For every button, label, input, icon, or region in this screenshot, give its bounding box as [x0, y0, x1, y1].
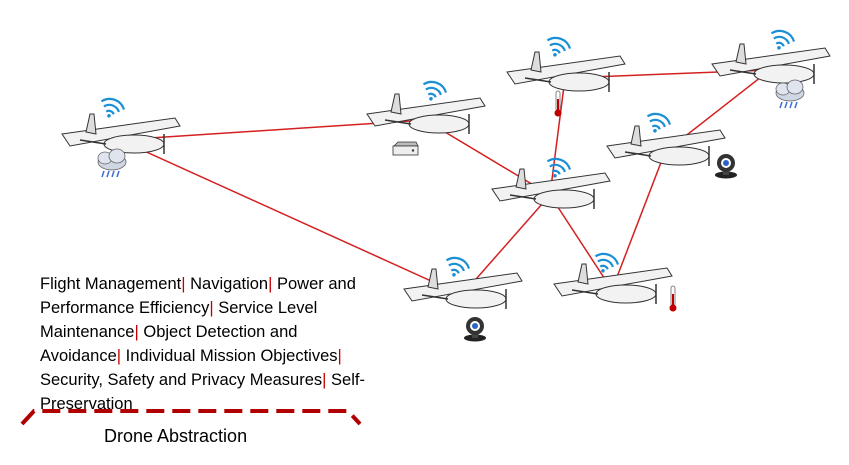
network-link — [119, 139, 463, 296]
capability-navigation: Navigation — [190, 275, 269, 293]
capability-separator: | — [209, 299, 214, 317]
capability-mission-objectives: Individual Mission Objectives — [125, 347, 338, 365]
drone-node-d2 — [366, 80, 486, 156]
drone-aircraft — [61, 113, 181, 154]
wifi-signal-icon — [546, 157, 572, 178]
capability-security-safety-privacy: Security, Safety and Privacy Measures — [40, 371, 323, 389]
capability-flight-management: Flight Management — [40, 275, 182, 293]
camera-icon — [715, 154, 737, 179]
wifi-signal-icon — [646, 112, 672, 133]
drone-aircraft — [506, 51, 626, 92]
capability-separator: | — [268, 275, 273, 293]
capability-self-preservation: Self-Preservation — [40, 371, 365, 413]
capability-separator: | — [322, 371, 327, 389]
storage-device-icon — [392, 141, 419, 156]
wifi-signal-icon — [422, 80, 448, 101]
footer-label: Drone Abstraction — [104, 426, 248, 446]
drone-node-d3 — [506, 36, 626, 117]
capability-separator: | — [181, 275, 186, 293]
wifi-signal-icon — [594, 252, 620, 273]
capability-separator: | — [337, 347, 342, 365]
capability-power-efficiency: Power and Performance Efficiency — [40, 275, 356, 317]
wifi-signal-icon — [445, 256, 471, 277]
capability-service-level: Service Level Maintenance — [40, 299, 318, 341]
drone-nodes — [61, 29, 831, 342]
network-link — [549, 194, 613, 291]
drone-node-d7 — [403, 256, 523, 342]
rain-cloud-icon — [97, 148, 127, 178]
drone-node-d4 — [711, 29, 831, 109]
thermometer-icon — [669, 285, 677, 312]
capabilities-caption: Flight Management| Navigation| Power and… — [40, 272, 370, 416]
capability-object-detection: Object Detection and Avoidance — [40, 323, 298, 365]
drone-aircraft — [606, 125, 726, 166]
drone-aircraft — [366, 93, 486, 134]
drone-node-d6 — [491, 157, 611, 209]
wifi-signal-icon — [770, 29, 796, 50]
drone-aircraft — [553, 263, 673, 304]
network-link — [611, 151, 666, 291]
wifi-signal-icon — [100, 97, 126, 118]
wifi-signal-icon — [546, 36, 572, 57]
drone-aircraft — [403, 268, 523, 309]
camera-icon — [464, 317, 486, 342]
network-link — [549, 77, 566, 196]
thermometer-icon — [554, 90, 562, 117]
capability-separator: | — [116, 347, 122, 365]
drone-node-d1 — [61, 97, 181, 178]
rain-cloud-icon — [775, 79, 805, 109]
drone-node-d5 — [606, 112, 737, 179]
capability-separator: | — [134, 323, 139, 341]
drone-aircraft — [491, 168, 611, 209]
dashed-bracket — [20, 409, 362, 426]
drone-aircraft — [711, 43, 831, 84]
drone-node-d8 — [553, 252, 677, 312]
